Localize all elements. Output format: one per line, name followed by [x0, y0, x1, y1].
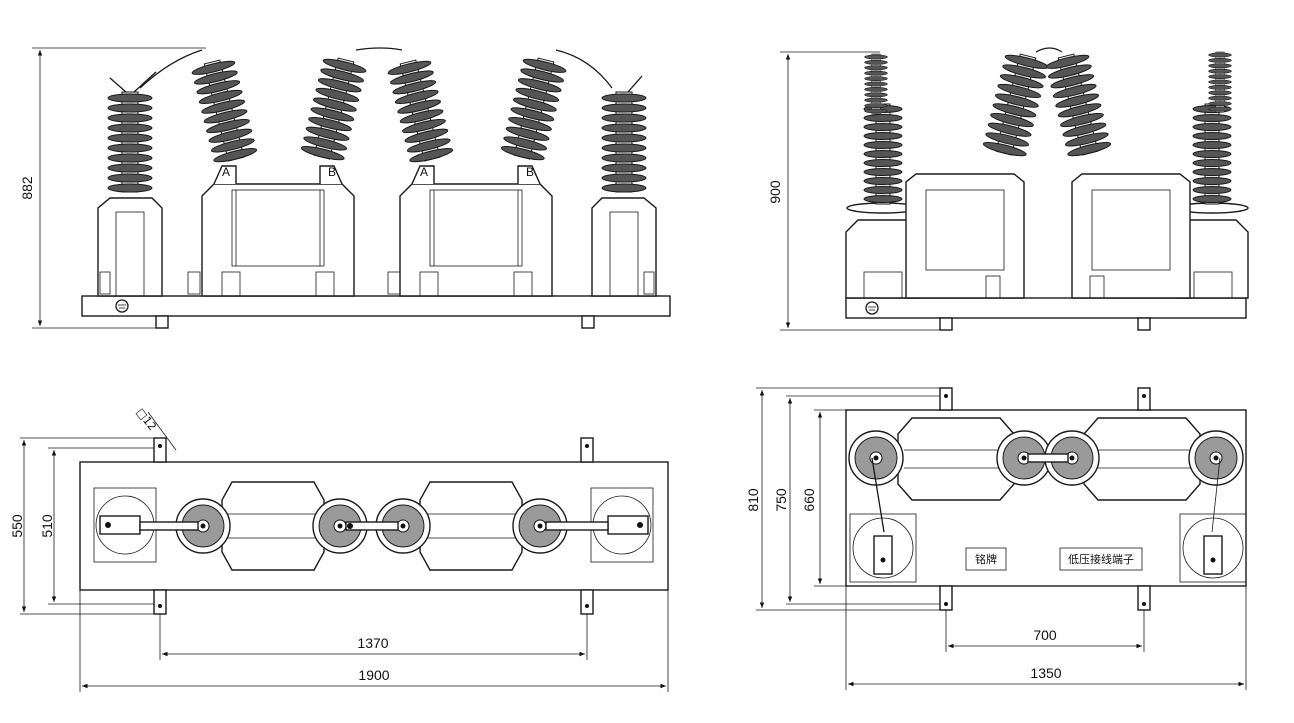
mounting-tab — [153, 589, 167, 615]
post-insulator — [863, 103, 903, 205]
top-view-right: 铭牌 低压接线端子 810 750 660 700 1350 — [745, 387, 1247, 690]
dim-660: 660 — [801, 488, 817, 512]
base-plate — [845, 297, 1247, 319]
lead-wire — [355, 47, 403, 51]
mounting-tab — [939, 585, 953, 611]
phase-label-a: A — [420, 165, 428, 179]
lead-wire — [555, 49, 613, 89]
column-top — [849, 513, 917, 583]
post-insulator — [1192, 103, 1232, 205]
connection-bar — [139, 521, 199, 531]
mounting-tab — [153, 437, 167, 463]
transformer-tank — [1071, 173, 1191, 299]
mounting-foot — [939, 317, 953, 331]
nameplate-label: 铭牌 — [975, 552, 997, 566]
lead-wire — [1035, 47, 1063, 53]
mounting-tab — [939, 387, 953, 411]
bushing-top-icon — [848, 430, 904, 486]
support-column — [591, 197, 657, 297]
mount-dimension: 1370 — [357, 635, 388, 651]
connection-bar — [1027, 453, 1069, 463]
dim-810: 810 — [745, 488, 761, 512]
front-view-left: A B A B 882 — [19, 47, 671, 329]
phase-label-b: B — [526, 165, 534, 179]
length-dimension: 1350 — [1030, 665, 1061, 681]
mounting-tab — [580, 589, 594, 615]
bushing-insulator — [190, 56, 259, 165]
mounting-tab — [1137, 585, 1151, 611]
inner-dimension: 510 — [39, 514, 55, 538]
post-insulator — [107, 91, 153, 193]
lead-wire — [139, 49, 203, 89]
bushing-insulator — [981, 50, 1050, 159]
top-view-left: □12 550 510 1370 1900 — [9, 406, 669, 692]
phase-label-a: A — [222, 165, 230, 179]
transformer-tank — [399, 183, 553, 297]
transformer-tank — [905, 173, 1025, 299]
support-column — [97, 197, 163, 297]
length-dimension: 1900 — [358, 667, 389, 683]
mount-dimension: 700 — [1033, 627, 1057, 643]
mounting-foot — [581, 315, 595, 329]
lv-terminal-label: 低压接线端子 — [1068, 552, 1134, 566]
hole-size-note: □12 — [134, 406, 159, 433]
post-insulator — [1208, 51, 1232, 113]
ground-symbol-icon — [865, 301, 879, 315]
bushing-top-icon — [1188, 430, 1244, 486]
bushing-insulator — [1044, 50, 1113, 159]
bushing-insulator — [386, 56, 455, 165]
lv-terminal-box — [1059, 547, 1143, 571]
transformer-tank — [201, 183, 355, 297]
mounting-foot — [1137, 317, 1151, 331]
column-top — [1179, 513, 1247, 583]
post-insulator — [864, 53, 888, 115]
ground-symbol-icon — [115, 299, 129, 313]
height-dimension: 882 — [19, 176, 35, 200]
front-view-right: 900 — [767, 47, 1249, 331]
dim-750: 750 — [773, 488, 789, 512]
bushing-insulator — [499, 54, 568, 163]
bushing-insulator — [299, 54, 368, 163]
height-dimension: 900 — [767, 180, 783, 204]
mounting-tab — [1137, 387, 1151, 411]
phase-label-b: B — [328, 165, 336, 179]
mounting-tab — [580, 437, 594, 463]
transformer-tank-top — [419, 481, 523, 571]
base-plate — [81, 295, 671, 317]
width-dimension: 550 — [9, 514, 25, 538]
transformer-tank-top — [221, 481, 325, 571]
connection-bar — [345, 521, 399, 531]
transformer-tank-top — [1083, 417, 1201, 501]
post-insulator — [601, 91, 647, 193]
nameplate-box — [965, 547, 1007, 571]
connection-bar — [545, 521, 609, 531]
mounting-foot — [155, 315, 169, 329]
